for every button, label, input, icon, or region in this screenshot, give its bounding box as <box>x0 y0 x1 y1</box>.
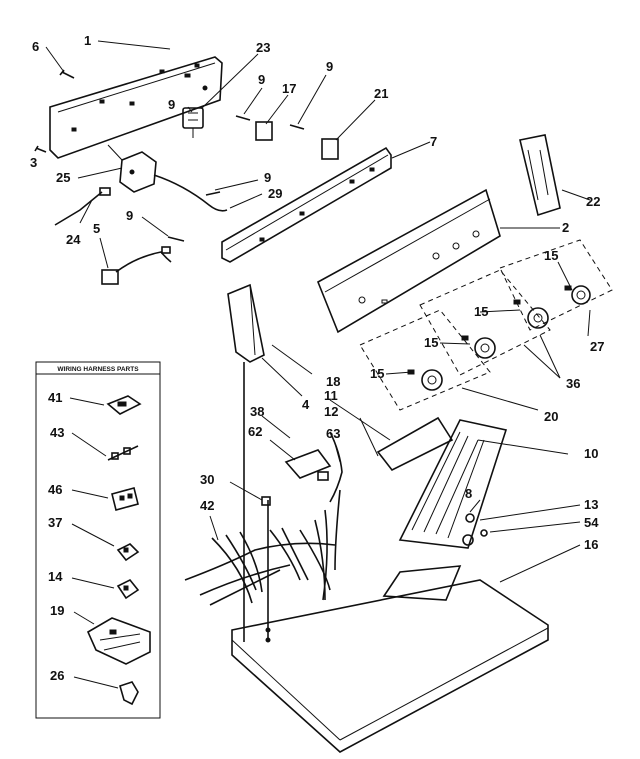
label-20: 20 <box>544 409 558 424</box>
legend-label-26: 26 <box>50 668 64 683</box>
legend-label-19: 19 <box>50 603 64 618</box>
label-42: 42 <box>200 498 214 513</box>
legend-part-26 <box>119 681 139 706</box>
label-30: 30 <box>200 472 214 487</box>
shield <box>227 283 265 363</box>
label-27: 27 <box>590 339 604 354</box>
rear-control-panel <box>49 56 223 159</box>
label-1: 1 <box>84 33 91 48</box>
label-15: 15 <box>424 335 438 350</box>
label-16: 16 <box>584 537 598 552</box>
legend-part-41 <box>106 395 142 415</box>
label-17: 17 <box>282 81 296 96</box>
legend-label-46: 46 <box>48 482 62 497</box>
part-labels: 1 6 23 9 9 9 9 9 17 21 7 3 25 29 22 24 5… <box>30 33 604 552</box>
leader-lines <box>45 40 591 583</box>
console <box>316 188 501 334</box>
ground-wire <box>54 187 111 226</box>
label-38: 38 <box>250 404 264 419</box>
terminal-block <box>107 144 228 212</box>
label-36: 36 <box>566 376 580 391</box>
wire-bracket-62 <box>284 449 332 479</box>
label-4: 4 <box>302 397 310 412</box>
legend-part-14 <box>116 578 140 600</box>
label-9: 9 <box>126 208 133 223</box>
label-15: 15 <box>474 304 488 319</box>
label-9: 9 <box>258 72 265 87</box>
legend-part-37 <box>116 543 140 562</box>
legend-part-43 <box>107 445 139 461</box>
terminal-connector <box>101 246 172 285</box>
label-9: 9 <box>168 97 175 112</box>
legend-label-43: 43 <box>50 425 64 440</box>
label-22: 22 <box>586 194 600 209</box>
label-7: 7 <box>430 134 437 149</box>
label-29: 29 <box>268 186 282 201</box>
label-23: 23 <box>256 40 270 55</box>
control-rail <box>221 146 392 263</box>
knob-assembly-dashed-outline <box>359 239 613 411</box>
legend-label-37: 37 <box>48 515 62 530</box>
label-15: 15 <box>544 248 558 263</box>
wiring-harness-legend: WIRING HARNESS PARTS 41 43 46 37 14 <box>35 361 161 719</box>
label-10: 10 <box>584 446 598 461</box>
side-panel <box>519 134 561 217</box>
label-24: 24 <box>66 232 81 247</box>
label-63: 63 <box>326 426 340 441</box>
label-8: 8 <box>465 486 472 501</box>
legend-part-46 <box>111 487 139 511</box>
label-9: 9 <box>326 59 333 74</box>
label-9: 9 <box>264 170 271 185</box>
label-3: 3 <box>30 155 37 170</box>
label-54: 54 <box>584 515 599 530</box>
legend-part-19 <box>86 617 151 665</box>
label-18: 18 <box>326 374 340 389</box>
screw-8-13 <box>462 513 488 546</box>
wire-harness <box>184 489 341 606</box>
label-5: 5 <box>93 221 100 236</box>
label-15: 15 <box>370 366 384 381</box>
label-12: 12 <box>324 404 338 419</box>
door-switch <box>182 107 204 138</box>
thermostat-bracket <box>321 138 339 160</box>
label-62: 62 <box>248 424 262 439</box>
label-2: 2 <box>562 220 569 235</box>
screw <box>34 69 75 153</box>
knob <box>421 285 591 391</box>
lint-duct <box>382 419 508 601</box>
label-25: 25 <box>56 170 70 185</box>
label-11: 11 <box>324 388 338 403</box>
label-13: 13 <box>584 497 598 512</box>
relay-bracket <box>255 121 273 141</box>
legend-label-14: 14 <box>48 569 63 584</box>
label-6: 6 <box>32 39 39 54</box>
small-clip-30 <box>261 496 271 506</box>
screws-group <box>167 115 305 242</box>
label-21: 21 <box>374 86 388 101</box>
lint-cover <box>376 416 454 472</box>
wire-clip-63 <box>317 431 343 503</box>
legend-label-41: 41 <box>48 390 62 405</box>
legend-title: WIRING HARNESS PARTS <box>57 366 139 373</box>
top-panel <box>231 579 549 753</box>
